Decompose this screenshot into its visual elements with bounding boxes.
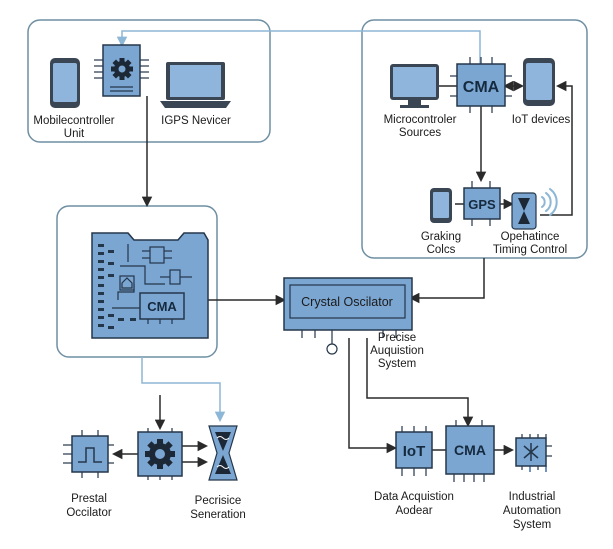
svg-text:Mobilecontroller: Mobilecontroller <box>33 115 114 127</box>
label-microcontroller-sources: Microcontroler Sources <box>384 114 457 139</box>
top-right-panel <box>361 19 588 259</box>
wire-osc-iot <box>348 338 398 454</box>
svg-text:Unit: Unit <box>64 128 85 140</box>
svg-text:Aodear: Aodear <box>395 505 432 517</box>
monitor-icon <box>160 62 231 108</box>
svg-text:Colcs: Colcs <box>427 244 456 256</box>
label-opehatince-timing-control: Opehatince Timing Control <box>493 231 567 256</box>
controller-chip <box>94 44 149 97</box>
svg-text:Timing Control: Timing Control <box>493 244 567 256</box>
label-precise-aquistion: Precise Auquistion System <box>370 332 424 370</box>
svg-text:Occilator: Occilator <box>66 507 112 519</box>
label-prestal-occilator: Prestal Occilator <box>66 493 112 519</box>
circuit-icon <box>515 434 552 472</box>
crystal-oscillator: Crystal Oscilator <box>283 277 413 355</box>
label-pecrisice-seneration: Pecrisice Seneration <box>190 495 246 521</box>
label-graking-colcs: Graking Colcs <box>421 231 461 256</box>
smartphone-icon <box>50 58 80 108</box>
svg-text:IoT: IoT <box>403 443 426 460</box>
hourglass-icon <box>208 425 238 481</box>
cma-chip-top: CMA <box>450 57 512 113</box>
svg-text:Seneration: Seneration <box>190 509 246 521</box>
svg-text:Precise: Precise <box>378 332 416 344</box>
board-cma-label: CMA <box>147 299 177 314</box>
svg-text:Opehatince: Opehatince <box>501 231 560 243</box>
svg-text:System: System <box>513 519 551 531</box>
svg-text:Auquistion: Auquistion <box>370 345 424 357</box>
svg-text:GPS: GPS <box>468 197 496 212</box>
wifi-icon <box>541 188 558 216</box>
svg-text:Data Acquistion: Data Acquistion <box>374 491 454 503</box>
svg-text:Automation: Automation <box>503 505 561 517</box>
hourglass-icon <box>511 192 537 230</box>
cma-chip-bottom: CMA <box>445 420 495 482</box>
gps-chip: GPS <box>463 181 501 226</box>
iot-device-phone-icon <box>523 58 555 106</box>
svg-text:CMA: CMA <box>463 79 500 96</box>
svg-text:Crystal Oscilator: Crystal Oscilator <box>301 295 393 309</box>
wire-board-hourglass <box>141 357 226 423</box>
home-icon <box>119 275 135 291</box>
gear-icon <box>111 58 133 80</box>
label-data-acquistion: Data Acquistion Aodear <box>374 491 454 517</box>
svg-text:System: System <box>378 358 416 370</box>
wire-panel-to-oscillator <box>408 258 485 304</box>
label-igps-nevicer: IGPS Nevicer <box>161 115 231 127</box>
left-middle-panel <box>56 205 218 358</box>
label-iot-devices: IoT devices <box>512 114 571 126</box>
wire-feedback-loop <box>540 80 573 216</box>
svg-text:CMA: CMA <box>454 442 486 458</box>
top-left-panel <box>27 19 271 143</box>
wire-top-light <box>116 30 481 64</box>
svg-text:Microcontroler: Microcontroler <box>384 114 457 126</box>
circuit-board: CMA <box>91 232 209 339</box>
monitor-icon <box>390 64 439 108</box>
prestal-oscillator-chip <box>63 430 114 478</box>
label-industrial-automation: Industrial Automation System <box>503 491 561 531</box>
smartphone-icon <box>430 188 452 223</box>
iot-chip: IoT <box>395 426 433 476</box>
label-mobilecontroller-unit: Mobilecontroller Unit <box>33 115 114 140</box>
svg-text:Pecrisice: Pecrisice <box>195 495 242 507</box>
gear-icon <box>145 439 175 469</box>
svg-text:Prestal: Prestal <box>71 493 107 505</box>
svg-text:Industrial: Industrial <box>509 491 556 503</box>
svg-text:Sources: Sources <box>399 127 441 139</box>
wire-osc-cma <box>366 338 474 428</box>
svg-text:Graking: Graking <box>421 231 461 243</box>
